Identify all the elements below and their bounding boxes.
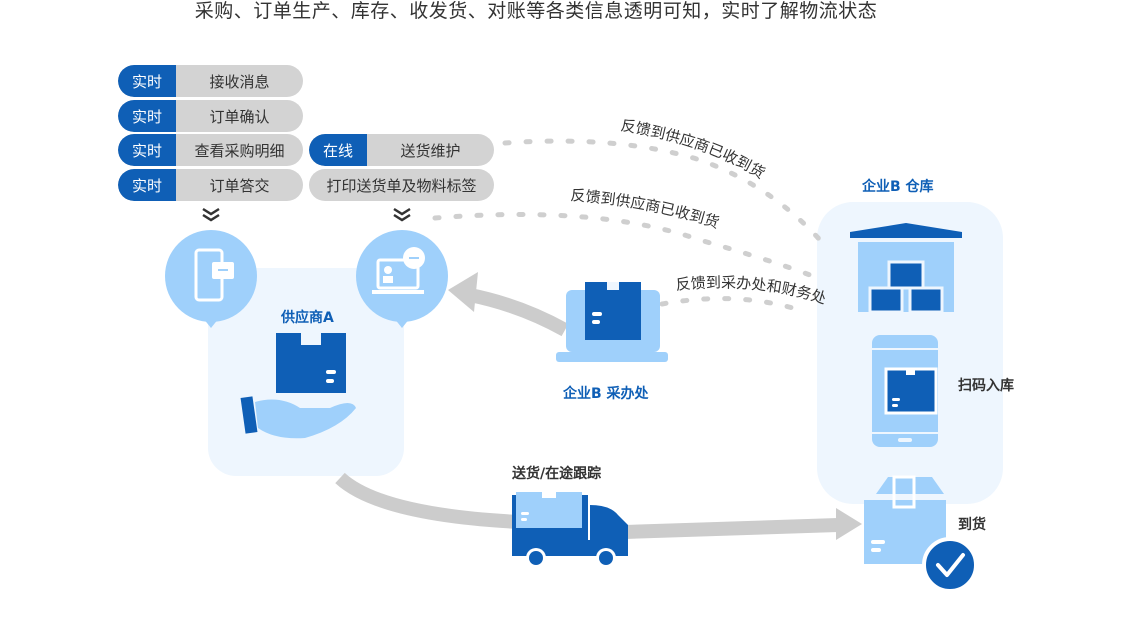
arrival-label: 到货 (958, 517, 986, 533)
warehouse-icon (850, 223, 962, 314)
scan-label: 扫码入库 (958, 378, 1014, 394)
laptop-box-icon (556, 282, 668, 362)
pill-tag: 实时 (118, 134, 176, 166)
pill-label: 查看采购明细 (194, 141, 285, 160)
pill-label: 订单确认 (209, 107, 270, 126)
pill-label: 送货维护 (400, 141, 461, 160)
delivery-label: 送货/在途跟踪 (512, 466, 602, 482)
pill-delivery-maintenance[interactable]: 在线 送货维护 (309, 134, 494, 166)
chevron-down-icon-left (202, 207, 220, 222)
pill-tag: 实时 (118, 169, 176, 201)
pill-print-delivery-note[interactable]: 打印送货单及物料标签 (309, 169, 494, 201)
box-in-hand-icon (240, 333, 356, 439)
supplier-label: 供应商A (281, 310, 334, 326)
headline: 采购、订单生产、库存、收发货、对账等各类信息透明可知，实时了解物流状态 (194, 0, 878, 22)
pill-order-confirm[interactable]: 实时 订单确认 (118, 100, 303, 132)
arrow-purchasing-to-supplier (468, 288, 569, 337)
pill-label: 接收消息 (209, 72, 270, 91)
box-check-icon (864, 475, 978, 593)
arrow-supplier-to-truck (335, 472, 521, 529)
dotted-curve-3 (659, 296, 809, 315)
mobile-message-icon (165, 230, 257, 328)
purchasing-label: 企业B 采办处 (563, 386, 649, 402)
pill-order-reply[interactable]: 实时 订单答交 (118, 169, 303, 201)
pill-receive-message[interactable]: 实时 接收消息 (118, 65, 303, 97)
pill-tag: 实时 (118, 100, 176, 132)
truck-icon (512, 490, 628, 568)
dotted-curve-2 (432, 212, 813, 278)
pill-tag: 实时 (118, 65, 176, 97)
laptop-contact-icon (356, 230, 448, 328)
feedback-text-1: 反馈到供应商已收到货 (619, 116, 768, 182)
pill-label: 打印送货单及物料标签 (326, 176, 477, 195)
dotted-curve-1 (502, 138, 823, 243)
arrow-head-left (448, 272, 478, 312)
pill-tag: 在线 (309, 134, 367, 166)
feedback-text-3: 反馈到采办处和财务处 (675, 274, 829, 308)
warehouse-label: 企业B 仓库 (862, 179, 934, 195)
pill-label: 订单答交 (209, 176, 270, 195)
phone-scan-icon (872, 335, 938, 447)
arrow-truck-to-arrival (624, 518, 839, 539)
pill-view-purchase-detail[interactable]: 实时 查看采购明细 (118, 134, 303, 166)
arrow-head-right (836, 508, 862, 540)
chevron-down-icon-right (393, 207, 411, 222)
